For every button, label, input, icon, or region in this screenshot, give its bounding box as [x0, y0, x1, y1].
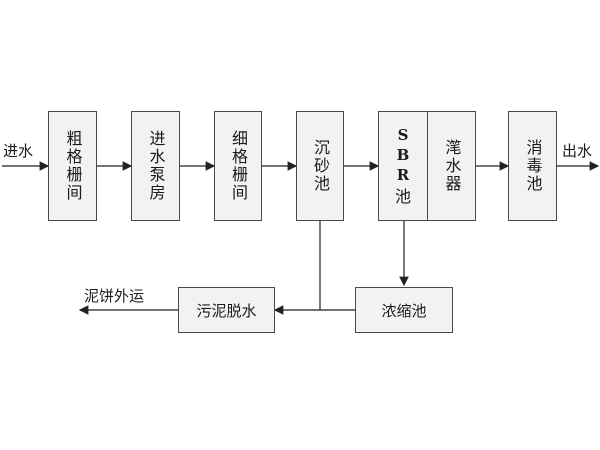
outlet-label: 出水 [562, 142, 593, 160]
coarse-screen-box: 粗格栅间 [48, 111, 97, 221]
grit-chamber-label: 沉砂池 [311, 139, 330, 193]
inlet-label: 进水 [3, 142, 34, 160]
disinfection-tank-box: 消毒池 [508, 111, 557, 221]
coarse-screen-label: 粗格栅间 [63, 130, 83, 202]
sbr-tank-label: S B R 池 [395, 125, 411, 207]
inlet-pump-label: 进水泵房 [146, 130, 166, 202]
thickener-label: 浓缩池 [381, 301, 427, 320]
grit-chamber-box: 沉砂池 [296, 111, 344, 221]
sbr-tank-suffix: 池 [394, 186, 411, 206]
fine-screen-box: 细格栅间 [214, 111, 262, 221]
thickener-box: 浓缩池 [355, 287, 453, 333]
sbr-tank-box: S B R 池 [378, 111, 428, 221]
sbr-letter-s: S [397, 125, 409, 144]
decanter-label: 滗水器 [442, 139, 462, 193]
sludge-cake-out-label: 泥饼外运 [84, 287, 145, 305]
sludge-dewatering-box: 污泥脱水 [178, 287, 275, 333]
fine-screen-label: 细格栅间 [229, 130, 248, 202]
disinfection-tank-label: 消毒池 [523, 139, 543, 193]
sbr-letter-r: R [396, 166, 410, 185]
sbr-letter-b: B [396, 146, 410, 165]
decanter-box: 滗水器 [427, 111, 476, 221]
sludge-dewatering-label: 污泥脱水 [196, 301, 257, 320]
inlet-pump-box: 进水泵房 [131, 111, 180, 221]
